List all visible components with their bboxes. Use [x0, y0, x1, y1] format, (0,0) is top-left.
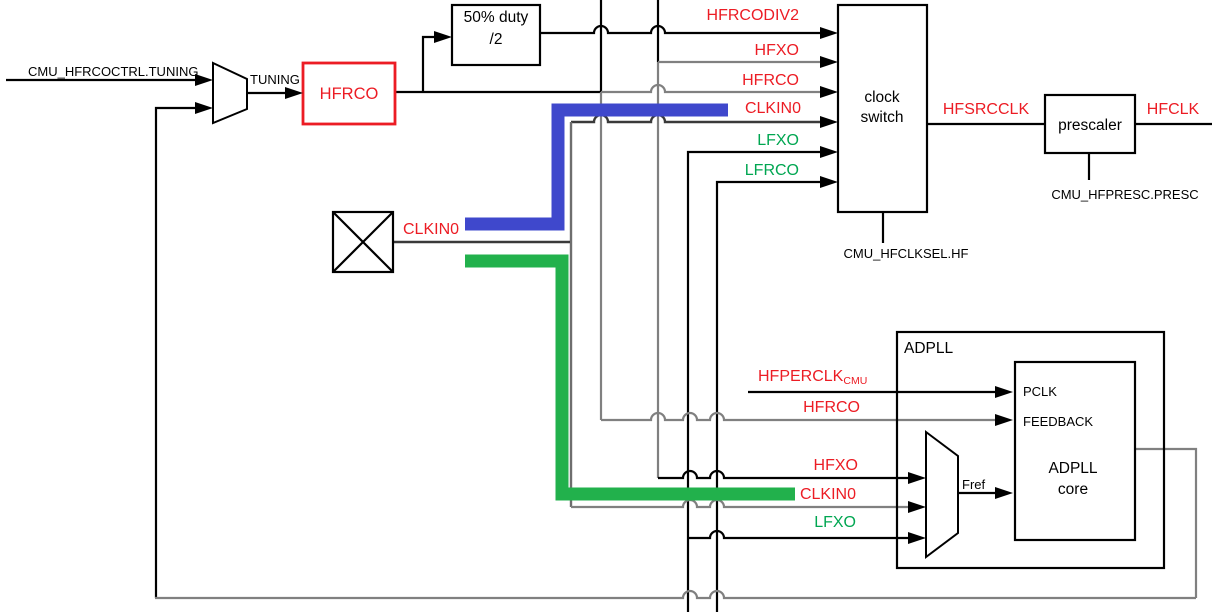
arrow-pclk [995, 386, 1013, 398]
clock-switch-label-2: switch [860, 109, 903, 126]
switch-input-hfxo: HFXO [755, 42, 799, 59]
clock-switch-box [836, 3, 929, 214]
tuning-mux [212, 61, 248, 125]
hfclk-label: HFCLK [1147, 101, 1200, 118]
adpll-mux-input-lfxo: LFXO [814, 514, 856, 531]
hfclksel-register-label: CMU_HFCLKSEL.HF [844, 246, 969, 261]
wire-hfrcodiv2 [540, 24, 821, 35]
adpll-core-box [1013, 360, 1137, 542]
arrow-tuning-feedback [195, 102, 213, 114]
adpll-mux-input-hfxo: HFXO [814, 457, 858, 474]
arrow-mux-lfxo [908, 532, 926, 544]
feedback-port-label: FEEDBACK [1023, 414, 1093, 429]
arrow-mux-hfxo [908, 472, 926, 484]
adpll-ref-mux [925, 430, 959, 559]
switch-input-lfxo: LFXO [757, 132, 799, 149]
clkin0-route-to-adpll [465, 254, 795, 501]
clkin0-pin-label: CLKIN0 [403, 221, 459, 238]
wire-hfrco-row [601, 83, 821, 94]
adpll-core-label-1: ADPLL [1048, 460, 1097, 477]
prescaler-box [1043, 93, 1137, 155]
wire-adpll-hfxo [658, 469, 909, 480]
wire-tuning-feedback [154, 106, 196, 598]
clkin0-route-to-clock-switch [465, 103, 728, 231]
wire-lfxo-row [686, 150, 821, 612]
adpll-feedback-source-label: HFRCO [803, 399, 860, 416]
arrow-hfxo [820, 56, 838, 68]
wire-lfrco-row [715, 180, 821, 612]
wire-clkin0-row [571, 113, 821, 124]
duty-divider-label-2: /2 [490, 31, 503, 48]
hfrco-box-label: HFRCO [320, 85, 379, 103]
pin-box-cross-icon [332, 211, 394, 273]
wire-adpll-feedback [601, 411, 997, 422]
wire-adpll-clkin0 [571, 498, 909, 509]
fref-label: Fref [962, 477, 986, 492]
duty-divider-label-1: 50% duty [464, 9, 529, 26]
wire-core-feedback-right [1135, 447, 1198, 598]
clkin0-pin-box [331, 210, 395, 274]
arrow-hfrco [820, 86, 838, 98]
wire-adpll-lfxo [689, 529, 909, 540]
hfpresc-register-label: CMU_HFPRESC.PRESC [1051, 187, 1198, 202]
hfrco-box [301, 61, 397, 126]
hfperclk-label: HFPERCLKCMU [758, 368, 867, 387]
arrow-mux-clkin0 [908, 501, 926, 513]
adpll-box [895, 330, 1166, 570]
arrowheads [195, 27, 1013, 544]
duty-divider-box [450, 3, 542, 67]
wire-feedback-bottom [155, 589, 1196, 600]
arrow-into-duty-divider [434, 31, 452, 43]
switch-input-clkin0: CLKIN0 [745, 100, 801, 117]
hfperclk-subscript: CMU [843, 375, 867, 387]
tuning-register-label: CMU_HFRCOCTRL.TUNING [28, 64, 198, 79]
adpll-title: ADPLL [904, 340, 953, 357]
switch-input-hfrcodiv2: HFRCODIV2 [707, 7, 800, 24]
arrow-fref [995, 487, 1013, 499]
clock-switch-label-1: clock [864, 89, 900, 106]
arrow-into-hfrco [285, 87, 303, 99]
pclk-port-label: PCLK [1023, 384, 1057, 399]
hfperclk-main: HFPERCLK [758, 368, 844, 385]
hfsrcclk-label: HFSRCCLK [943, 101, 1030, 118]
arrow-lfrco [820, 176, 838, 188]
wires [6, 0, 1212, 612]
labels: CMU_HFRCOCTRL.TUNING TUNING HFRCO 50% du… [28, 7, 1200, 531]
arrow-tuning-register [195, 74, 213, 86]
wire-to-duty-divider [421, 35, 434, 92]
arrow-feedback [995, 414, 1013, 426]
prescaler-label: prescaler [1058, 117, 1122, 134]
arrow-clkin0 [820, 116, 838, 128]
switch-input-hfrco: HFRCO [742, 72, 799, 89]
arrow-hfrcodiv2 [820, 27, 838, 39]
adpll-mux-input-clkin0: CLKIN0 [800, 486, 856, 503]
arrow-lfxo [820, 146, 838, 158]
tuning-output-label: TUNING [250, 72, 300, 87]
adpll-core-label-2: core [1058, 481, 1088, 498]
switch-input-lfrco: LFRCO [745, 162, 799, 179]
